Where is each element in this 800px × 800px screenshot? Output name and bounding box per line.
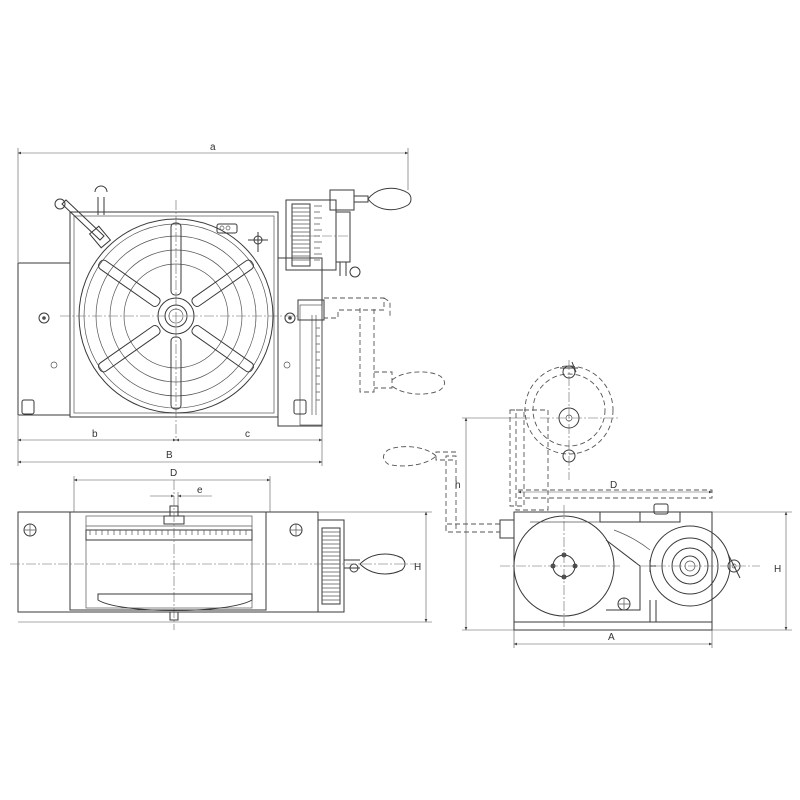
main-body — [69, 211, 279, 418]
side-base — [513, 621, 713, 631]
dimension-label-a: a — [210, 142, 216, 153]
dimension-label-A: A — [608, 632, 615, 643]
dimension-label-D-front: D — [170, 468, 177, 479]
dimension-label-h: h — [455, 480, 461, 491]
dimension-label-B: B — [166, 450, 173, 461]
dimension-D-side: D — [517, 480, 713, 494]
top-view: a b c B — [17, 142, 445, 466]
mounting-bolts — [21, 312, 307, 415]
left-housing — [17, 262, 71, 416]
crank-handle-side — [383, 446, 515, 539]
dimension-label-D-side: D — [610, 480, 617, 491]
dimension-h: h — [455, 417, 530, 631]
clamp-lever — [54, 185, 112, 249]
dimension-b-c: b c — [17, 416, 323, 466]
tilted-table — [509, 360, 713, 511]
graduated-dial — [285, 187, 412, 278]
dimension-a: a — [17, 142, 409, 262]
dimension-B: B — [17, 450, 323, 464]
dimension-A: A — [513, 630, 713, 648]
side-view: h D H A — [383, 360, 792, 648]
dimension-D-front: D — [73, 468, 271, 512]
front-view: D e H — [10, 468, 432, 630]
dimension-H-side: H — [712, 511, 792, 631]
dimension-H-front: H — [18, 511, 432, 623]
dimension-label-c: c — [245, 429, 250, 440]
dimension-e: e — [150, 485, 212, 506]
graduated-ring — [85, 529, 253, 541]
front-base — [17, 511, 319, 613]
dimension-label-H-front: H — [414, 562, 421, 573]
index-knob — [216, 223, 268, 252]
dimension-label-e: e — [197, 485, 203, 496]
crank-handle-top — [297, 297, 445, 395]
dimension-label-b: b — [92, 429, 98, 440]
dimension-label-H-side: H — [774, 564, 781, 575]
